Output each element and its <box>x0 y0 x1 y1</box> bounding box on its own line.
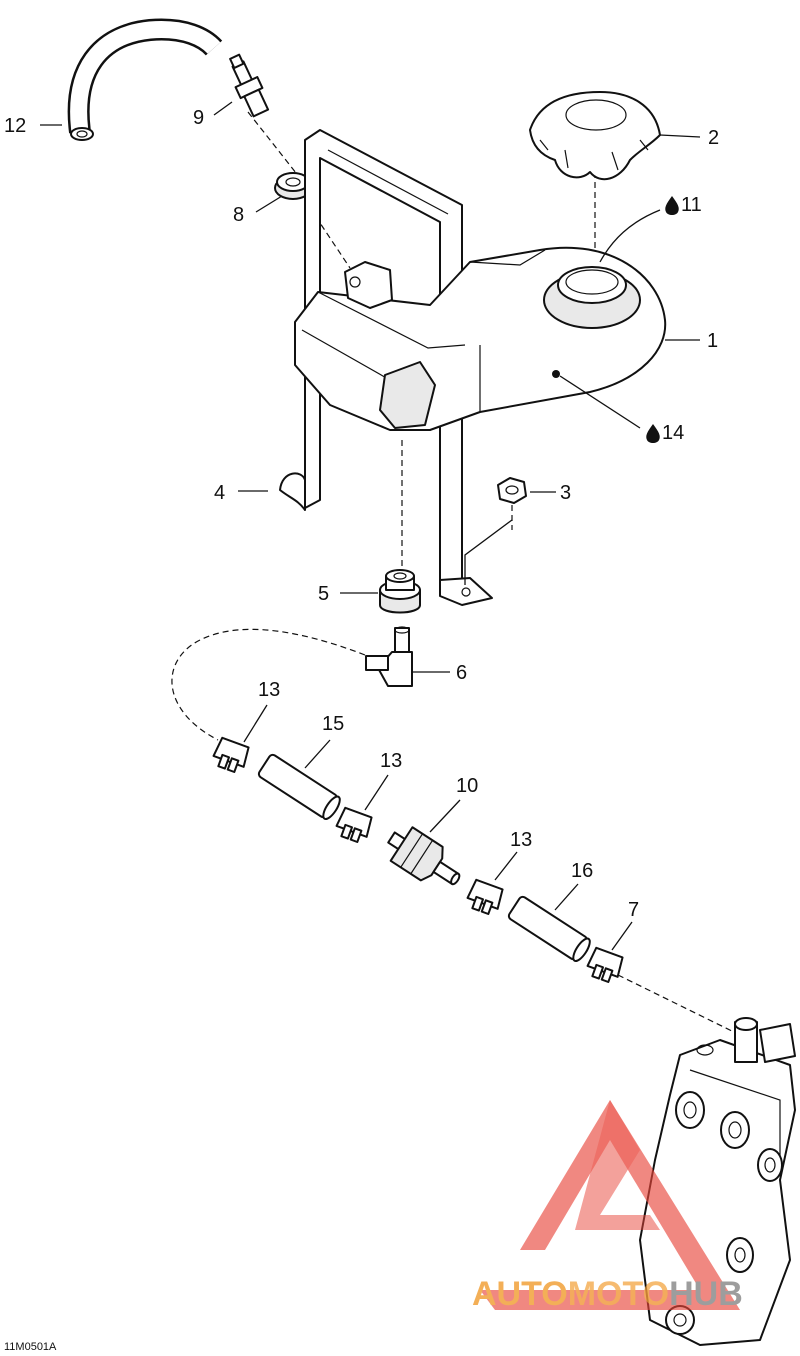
watermark-moto: MOTO <box>568 1275 669 1313</box>
callout-12: 12 <box>4 115 26 137</box>
part-1-reservoir <box>294 246 667 431</box>
part-16-hose <box>507 895 591 963</box>
watermark-logo: AUTOMOTOHUB <box>472 1100 743 1313</box>
part-13-clamp-c <box>466 878 504 915</box>
callout-13-c: 13 <box>510 829 532 851</box>
part-7-clamp <box>586 946 624 983</box>
watermark-hub: HUB <box>669 1275 743 1313</box>
callout-16: 16 <box>571 860 593 882</box>
callout-2: 2 <box>708 127 719 149</box>
callout-11: 11 <box>681 194 702 216</box>
leader-lines <box>40 101 701 951</box>
svg-text:AUTOMOTOHUB: AUTOMOTOHUB <box>472 1275 743 1313</box>
part-13-clamp-b <box>335 806 373 843</box>
callout-4: 4 <box>214 482 225 504</box>
callout-1: 1 <box>707 330 718 352</box>
callouts: 12 9 8 2 11 1 14 3 4 5 6 13 15 13 10 13 … <box>4 107 719 1353</box>
callout-6: 6 <box>456 662 467 684</box>
part-6-elbow-fitting <box>365 626 413 687</box>
callout-10: 10 <box>456 775 478 797</box>
callout-13-b: 13 <box>380 750 402 772</box>
callout-14: 14 <box>662 422 684 444</box>
oil-pump-body <box>639 1017 796 1346</box>
callout-13-a: 13 <box>258 679 280 701</box>
part-5-grommet <box>379 569 421 614</box>
part-13-clamp-a <box>212 736 250 773</box>
callout-5: 5 <box>318 583 329 605</box>
callout-7: 7 <box>628 899 639 921</box>
drop-icon-14 <box>646 424 660 443</box>
drop-icon-11 <box>665 196 679 215</box>
part-3-nut <box>497 477 527 504</box>
callout-3: 3 <box>560 482 571 504</box>
part-9-fitting <box>229 53 270 118</box>
part-2-cap <box>529 91 661 181</box>
watermark-auto: AUTO <box>472 1275 568 1313</box>
drawing-code: 11M0501A <box>4 1341 57 1353</box>
callout-8: 8 <box>233 204 244 226</box>
callout-9: 9 <box>193 107 204 129</box>
callout-15: 15 <box>322 713 344 735</box>
part-10-check-valve <box>387 826 461 886</box>
part-15-hose <box>257 753 341 821</box>
part-12-vent-hose <box>67 18 223 141</box>
